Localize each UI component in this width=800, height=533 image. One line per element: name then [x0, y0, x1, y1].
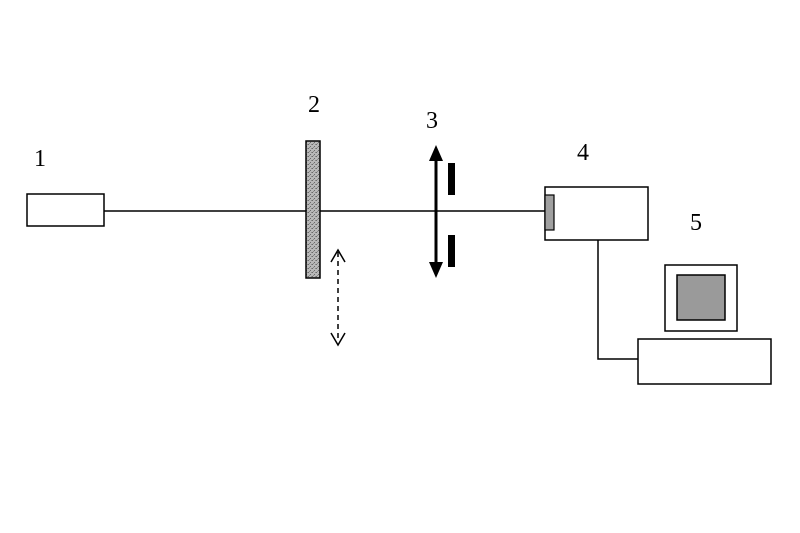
label-source: 1 [34, 146, 46, 172]
monitor-icon [664, 264, 738, 332]
label-computer: 5 [690, 210, 702, 236]
aperture-top [448, 163, 455, 195]
aperture-bottom [448, 235, 455, 267]
label-detector: 4 [577, 140, 589, 166]
detector-sensor [544, 194, 555, 231]
diffuser-plate [305, 140, 321, 279]
laser-source [26, 193, 105, 227]
double-arrow-icon [429, 145, 443, 278]
label-plate: 2 [308, 92, 320, 118]
label-lens: 3 [426, 108, 438, 134]
detector-box [544, 186, 649, 241]
computer-base [637, 338, 772, 385]
dashed-double-arrow-icon [330, 248, 346, 347]
data-cable [597, 240, 638, 360]
